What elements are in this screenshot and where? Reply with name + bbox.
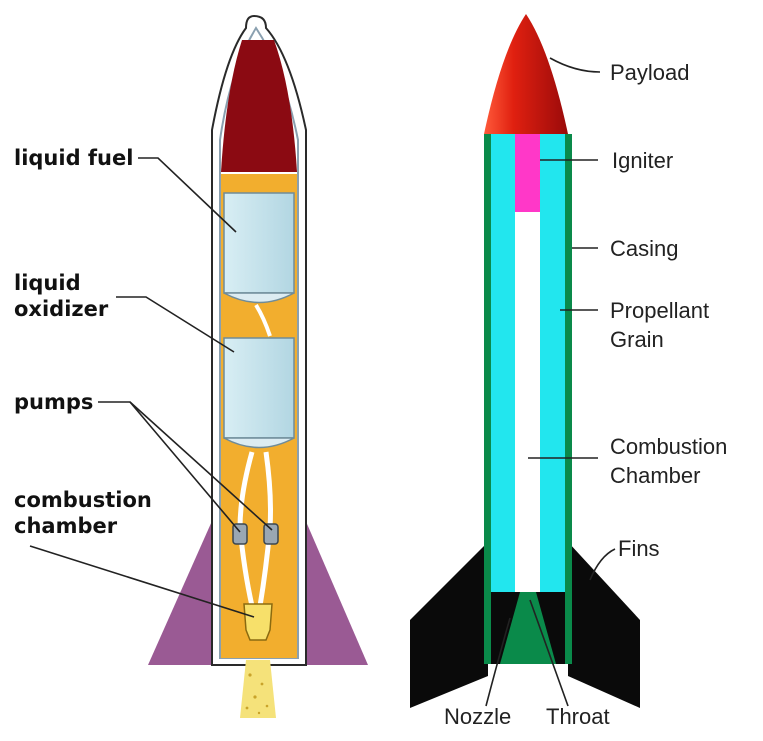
fuel-tank-dome xyxy=(223,292,295,304)
label-propellant-grain: Propellant Grain xyxy=(610,298,710,352)
liquid-rocket-left-fin xyxy=(148,503,220,665)
label-nozzle: Nozzle xyxy=(444,704,512,729)
leader-line-oxidizer xyxy=(116,296,235,353)
igniter xyxy=(515,134,540,212)
label-throat: Throat xyxy=(546,704,610,729)
leader-line-nozzle xyxy=(485,617,511,707)
liquid-leader-lines xyxy=(29,157,273,618)
solid-rocket-left-fin xyxy=(410,542,488,708)
exhaust-flame xyxy=(240,660,276,718)
label-igniter: Igniter xyxy=(612,148,674,173)
leader-line-fuel xyxy=(138,157,237,233)
label-pumps: pumps xyxy=(14,390,94,414)
label-casing: Casing xyxy=(610,236,679,261)
oxidizer-tank xyxy=(223,337,295,439)
liquid-rocket xyxy=(29,14,368,718)
combustion-chamber-shape xyxy=(243,603,273,641)
solid-rocket-nose-cone xyxy=(484,14,568,134)
leader-line-throat xyxy=(529,599,569,707)
leader-line-fins xyxy=(589,548,616,581)
liquid-rocket-nose-cone xyxy=(221,40,297,172)
label-combustion-chamber: combustion chamber xyxy=(14,488,152,538)
pump-right xyxy=(263,523,279,545)
label-payload: Payload xyxy=(610,60,690,85)
nozzle-right xyxy=(536,592,565,664)
solid-leader-lines xyxy=(485,57,616,707)
label-solid-combustion-chamber: Combustion Chamber xyxy=(610,434,728,488)
oxidizer-tank-dome xyxy=(223,437,295,449)
label-fins: Fins xyxy=(618,536,660,561)
label-liquid-fuel: liquid fuel xyxy=(14,146,134,170)
liquid-rocket-right-fin xyxy=(298,503,368,665)
nozzle-left xyxy=(491,592,520,664)
leader-line-payload xyxy=(549,57,601,73)
solid-rocket xyxy=(410,14,640,708)
flame-speckles xyxy=(245,673,269,715)
label-liquid-oxidizer: liquid oxidizer xyxy=(14,271,109,321)
leader-line-pumps-2 xyxy=(129,401,273,531)
solid-rocket-right-fin xyxy=(568,542,640,708)
fuel-line xyxy=(254,303,272,337)
fuel-tank xyxy=(223,192,295,294)
leader-line-chamber xyxy=(29,545,255,618)
